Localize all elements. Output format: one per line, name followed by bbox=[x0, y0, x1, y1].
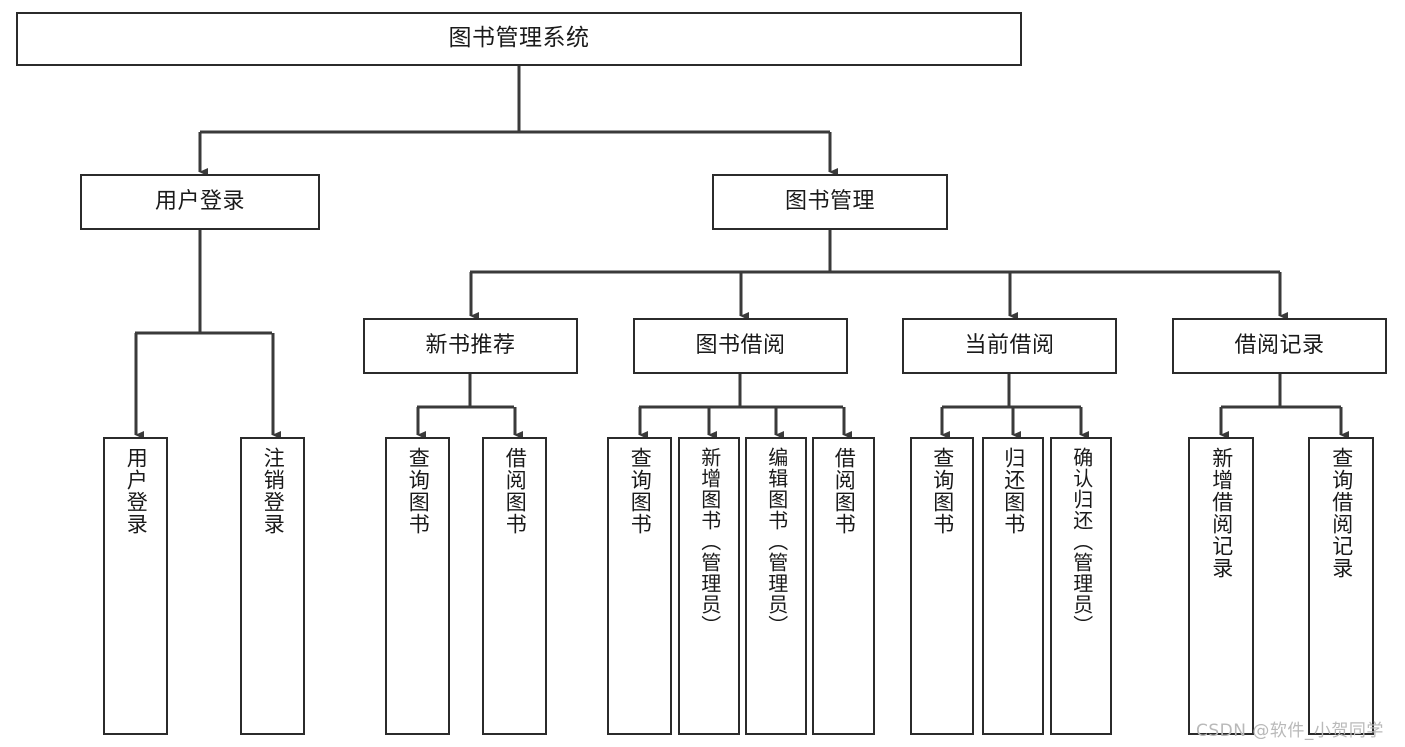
node-leaf-rec-1[interactable]: 新增借阅记录 bbox=[1188, 437, 1254, 735]
node-leaf-cur-1[interactable]: 查询图书 bbox=[910, 437, 974, 735]
node-leaf-rec-2[interactable]: 查询借阅记录 bbox=[1308, 437, 1374, 735]
node-leaf-new-2[interactable]: 借阅图书 bbox=[482, 437, 547, 735]
node-label: 查询图书 bbox=[930, 447, 955, 535]
node-label: 借阅图书 bbox=[832, 447, 857, 535]
node-label: 用户登录 bbox=[154, 188, 245, 214]
node-root[interactable]: 图书管理系统 bbox=[16, 12, 1022, 66]
node-leaf-bor-2[interactable]: 新增图书（管理员） bbox=[678, 437, 740, 735]
node-login[interactable]: 用户登录 bbox=[80, 174, 320, 230]
node-leaf-bor-3[interactable]: 编辑图书（管理员） bbox=[745, 437, 807, 735]
node-label: 查询借阅记录 bbox=[1329, 447, 1354, 579]
node-label: 当前借阅 bbox=[964, 332, 1055, 358]
node-leaf-new-1[interactable]: 查询图书 bbox=[385, 437, 450, 735]
node-label: 借阅图书 bbox=[503, 447, 528, 535]
node-bookmgmt[interactable]: 图书管理 bbox=[712, 174, 948, 230]
node-borrow[interactable]: 图书借阅 bbox=[633, 318, 848, 374]
node-newbook[interactable]: 新书推荐 bbox=[363, 318, 578, 374]
node-leaf-cur-3[interactable]: 确认归还（管理员） bbox=[1050, 437, 1112, 735]
node-label: 确认归还（管理员） bbox=[1069, 447, 1094, 636]
node-label: 图书借阅 bbox=[695, 332, 786, 358]
node-label: 用户登录 bbox=[124, 447, 149, 535]
node-label: 查询图书 bbox=[628, 447, 653, 535]
csdn-watermark: CSDN @软件_小贺同学 bbox=[1196, 721, 1384, 741]
node-leaf-login-1[interactable]: 用户登录 bbox=[103, 437, 168, 735]
node-leaf-cur-2[interactable]: 归还图书 bbox=[982, 437, 1044, 735]
node-label: 归还图书 bbox=[1001, 447, 1026, 535]
node-label: 图书管理系统 bbox=[448, 25, 590, 52]
node-label: 新书推荐 bbox=[425, 332, 516, 358]
node-label: 注销登录 bbox=[261, 447, 286, 535]
node-records[interactable]: 借阅记录 bbox=[1172, 318, 1387, 374]
node-leaf-login-2[interactable]: 注销登录 bbox=[240, 437, 305, 735]
node-label: 新增图书（管理员） bbox=[697, 447, 722, 636]
node-label: 编辑图书（管理员） bbox=[764, 447, 789, 636]
edge-group bbox=[134, 66, 1349, 439]
node-leaf-bor-1[interactable]: 查询图书 bbox=[607, 437, 672, 735]
node-label: 图书管理 bbox=[784, 188, 875, 214]
node-label: 查询图书 bbox=[406, 447, 431, 535]
node-label: 新增借阅记录 bbox=[1209, 447, 1234, 579]
node-current[interactable]: 当前借阅 bbox=[902, 318, 1117, 374]
node-leaf-bor-4[interactable]: 借阅图书 bbox=[812, 437, 875, 735]
node-label: 借阅记录 bbox=[1234, 332, 1325, 358]
